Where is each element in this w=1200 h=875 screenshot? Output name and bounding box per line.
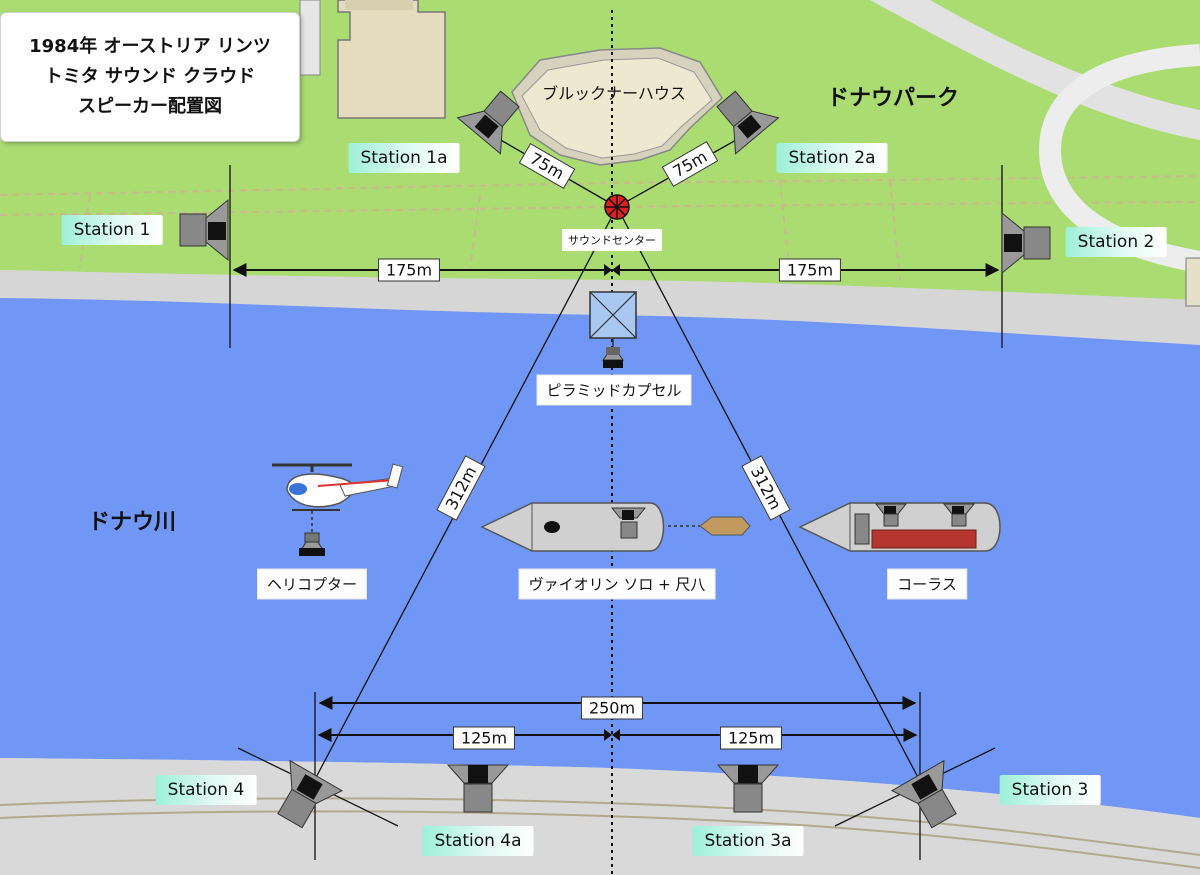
station-3-label: Station 3	[999, 775, 1101, 805]
sound-center-label: サウンドセンター	[562, 229, 662, 251]
station-4a-label: Station 4a	[422, 826, 534, 856]
brucknerhaus-label: ブルックナーハウス	[542, 84, 686, 103]
donaupark-label: ドナウパーク	[826, 86, 960, 111]
danube-river	[0, 298, 1200, 818]
title-line-3: スピーカー配置図	[78, 96, 222, 117]
speaker-icon-station-2a	[716, 90, 780, 155]
distance-4-to-3: 250m	[580, 696, 644, 720]
chorus-boat	[798, 502, 1001, 552]
station-2-label: Station 2	[1065, 227, 1167, 257]
distance-center-4-bottom: 125m	[452, 726, 516, 750]
helicopter-icon	[272, 463, 404, 556]
station-2a-label: Station 2a	[776, 143, 888, 173]
chorus-label: コーラス	[887, 568, 967, 600]
small-building	[1185, 257, 1200, 307]
title-line-2: トミタ サウンド クラウド	[44, 66, 256, 87]
sound-center-icon	[604, 194, 630, 220]
speaker-icon-station-4a	[446, 764, 510, 813]
speaker-icon-station-1	[179, 198, 229, 262]
distance-center-2: 175m	[778, 258, 842, 282]
brucknerhaus	[521, 57, 713, 159]
speaker-icon-station-3a	[716, 764, 780, 813]
station-3a-label: Station 3a	[692, 826, 804, 856]
station-4-label: Station 4	[155, 775, 257, 805]
pyramid-capsule-icon	[589, 291, 637, 368]
violin-boat-label: ヴァイオリン ソロ + 尺八	[518, 568, 716, 600]
title-line-1: 1984年 オーストリア リンツ	[29, 36, 271, 57]
station-1-label: Station 1	[61, 215, 163, 245]
road	[870, 0, 1200, 140]
speaker-icon-station-1a	[456, 90, 520, 155]
distance-center-3-bottom: 125m	[719, 726, 783, 750]
title-box: 1984年 オーストリア リンツ トミタ サウンド クラウド スピーカー配置図	[0, 12, 300, 142]
speaker-icon-station-3	[890, 759, 957, 829]
helicopter-label: ヘリコプター	[256, 568, 368, 600]
pyramid-capsule-label: ピラミッドカプセル	[536, 374, 692, 406]
station-1a-label: Station 1a	[348, 143, 460, 173]
speaker-icon-station-2	[1001, 211, 1051, 275]
danube-river-label: ドナウ川	[87, 510, 177, 535]
building-block	[337, 0, 446, 119]
speaker-icon-station-4	[277, 759, 344, 829]
distance-center-1: 175m	[377, 258, 441, 282]
violin-shakuhachi-boat	[480, 502, 751, 552]
